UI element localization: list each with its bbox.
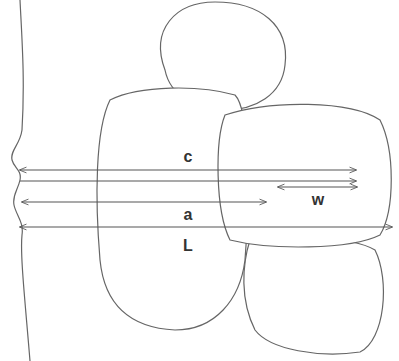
dimension-line	[20, 180, 356, 181]
dimension-label: a	[182, 207, 195, 223]
right-lobe	[218, 104, 391, 247]
dimension-line	[20, 169, 356, 170]
dimension-label: w	[310, 192, 326, 208]
bottom-lobe	[244, 237, 384, 354]
dimension-line	[278, 186, 357, 187]
dimension-label: L	[181, 238, 195, 254]
dimension-line	[20, 226, 392, 227]
dimension-line	[22, 201, 266, 202]
dimension-label: c	[182, 149, 195, 165]
